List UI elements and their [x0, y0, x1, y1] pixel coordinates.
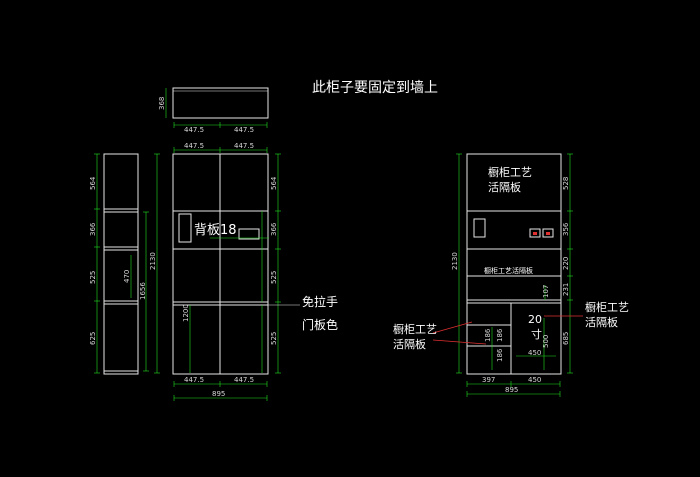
socket-red-1 [533, 232, 537, 235]
dim-side-564: 564 [89, 176, 97, 190]
callout-door-color: 门板色 [302, 317, 338, 332]
dim-interior-220: 220 [562, 257, 570, 270]
dim-front-right-564: 564 [270, 176, 278, 190]
dim-top-depth: 368 [158, 97, 166, 110]
callout-right-2: 活隔板 [585, 315, 618, 329]
front-view [172, 153, 269, 375]
label-top-shelf-1: 橱柜工艺 [488, 165, 532, 179]
dim-interior-186-1: 186 [484, 328, 492, 342]
dim-interior-186-3: 186 [496, 348, 504, 362]
dim-front-top-right: 447.5 [234, 142, 254, 150]
dim-interior-500: 500 [542, 335, 550, 348]
dim-interior-total: 895 [505, 386, 518, 394]
dim-side-1656: 1656 [139, 282, 147, 300]
side-section [103, 153, 139, 375]
dim-interior-450-inner: 450 [528, 349, 541, 357]
top-view [172, 87, 269, 119]
dim-side-625: 625 [89, 332, 97, 345]
dim-front-right-525a: 525 [270, 271, 278, 284]
dim-front-total: 895 [212, 390, 225, 398]
dim-side-2130: 2130 [149, 252, 157, 270]
dim-side-470: 470 [123, 270, 131, 283]
top-view-dimensions [165, 88, 268, 128]
callout-left-1: 橱柜工艺 [393, 322, 437, 336]
dim-top-width-left: 447.5 [184, 126, 204, 134]
dim-front-bottom-left: 447.5 [184, 376, 204, 384]
back-panel-label: 背板18 [194, 223, 237, 238]
callout-right-1: 橱柜工艺 [585, 300, 629, 314]
interior-dimensions [456, 153, 573, 397]
interior-view [466, 153, 562, 375]
dim-front-right-525b: 525 [270, 332, 278, 345]
dim-interior-685: 685 [562, 332, 570, 345]
callout-left-2: 活隔板 [393, 337, 426, 351]
installation-note: 此柜子要固定到墙上 [312, 80, 438, 96]
callout-leaders [432, 315, 583, 345]
dim-interior-356: 356 [562, 222, 570, 236]
socket-red-2 [546, 232, 550, 235]
dim-side-366: 366 [89, 222, 97, 236]
dim-front-right-366: 366 [270, 222, 278, 236]
label-mid-shelf: 橱柜工艺活隔板 [484, 266, 533, 275]
callout-handleless: 免拉手 [302, 294, 338, 309]
dim-top-width-right: 447.5 [234, 126, 254, 134]
dim-interior-bottom-397: 397 [482, 376, 495, 384]
dim-interior-528: 528 [562, 177, 570, 190]
dim-interior-2130: 2130 [451, 252, 459, 270]
tv-size-20: 20 [528, 313, 542, 326]
dim-front-1200: 1200 [182, 304, 190, 322]
dim-side-525: 525 [89, 271, 97, 284]
label-top-shelf-2: 活隔板 [488, 180, 521, 194]
tv-size-unit: 寸 [531, 327, 542, 341]
dim-interior-231: 231 [562, 283, 570, 296]
dim-front-top-left: 447.5 [184, 142, 204, 150]
front-dimensions [173, 147, 281, 401]
side-dimensions [94, 153, 160, 374]
dim-interior-107: 107 [542, 285, 550, 298]
dim-front-bottom-right: 447.5 [234, 376, 254, 384]
dim-interior-bottom-450: 450 [528, 376, 541, 384]
dim-interior-186-2: 186 [496, 328, 504, 342]
